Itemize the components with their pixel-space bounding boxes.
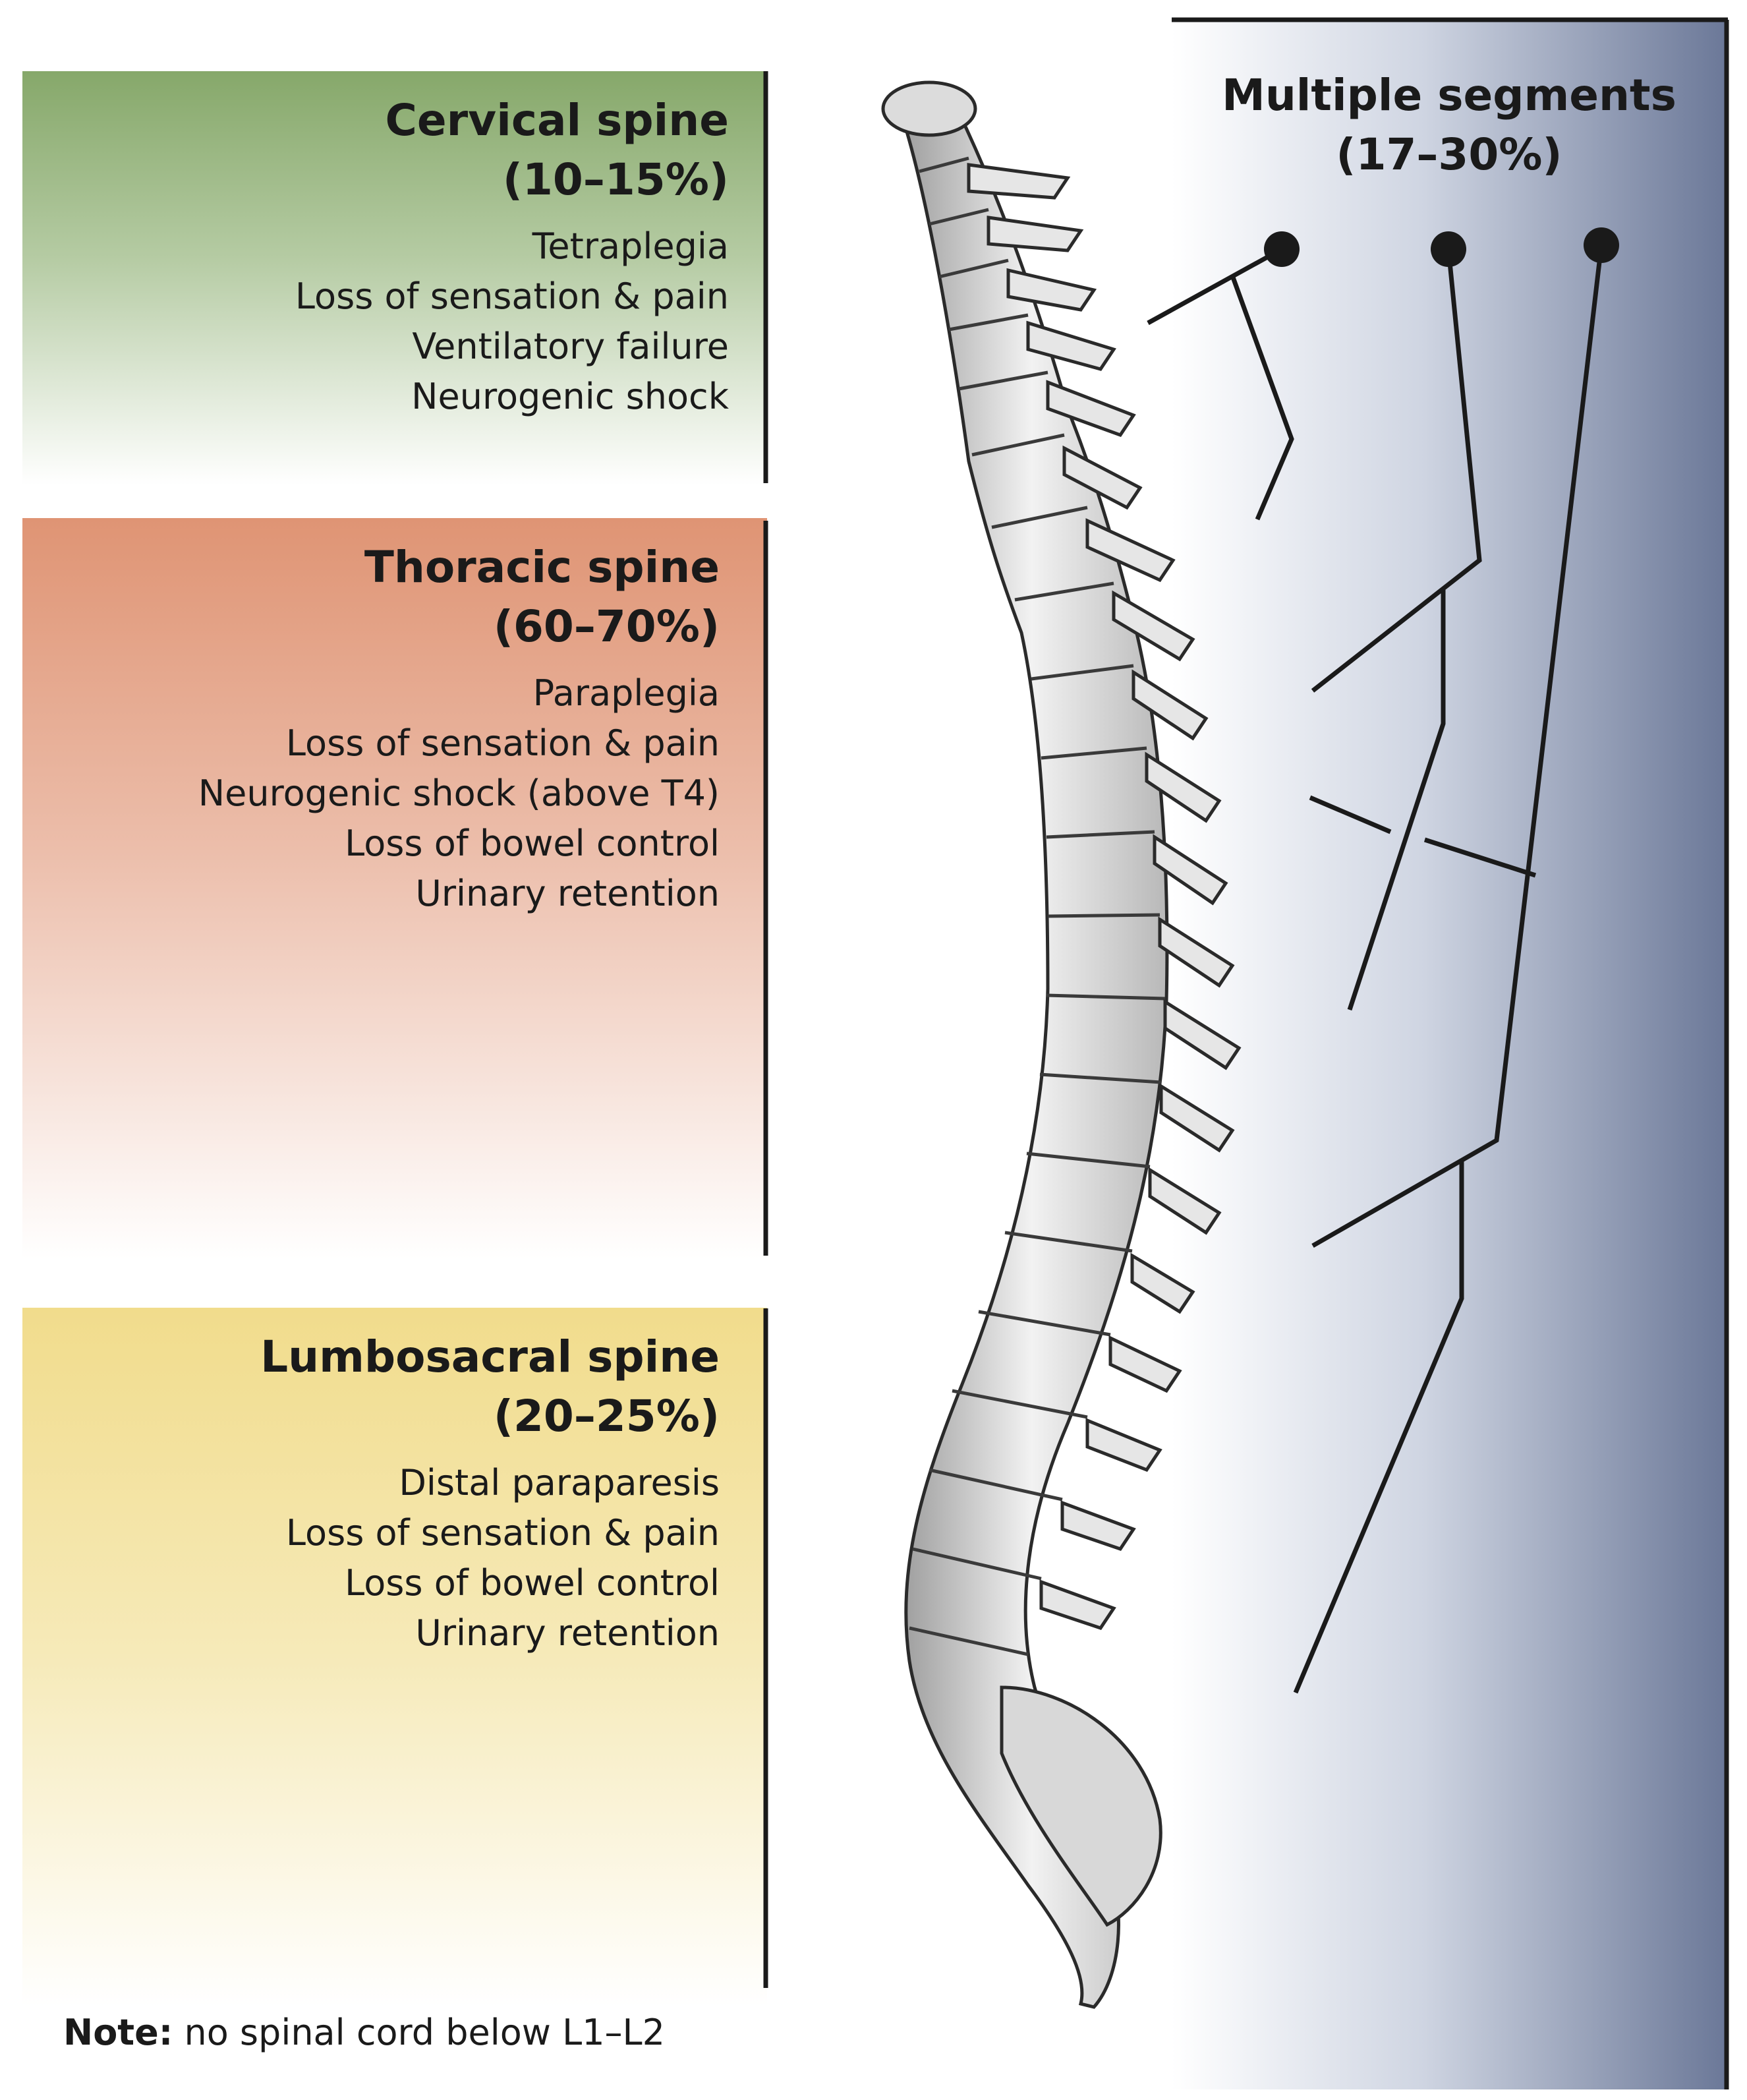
footnote-text: no spinal cord below L1–L2 — [173, 2012, 665, 2053]
cervical-item: Tetraplegia — [532, 225, 729, 267]
multiple-percent: (17–30%) — [1336, 129, 1562, 180]
cervical-percent: (10–15%) — [502, 154, 729, 205]
lumbosacral-gradient — [22, 1308, 767, 2006]
thoracic-bracket — [763, 521, 929, 1258]
cervical-title: Cervical spine — [385, 95, 729, 146]
thoracic-item: Paraplegia — [532, 672, 720, 714]
segment-path-2 — [1311, 248, 1482, 1011]
lumbosacral-item: Loss of bowel control — [345, 1562, 720, 1604]
cervical-gradient — [22, 71, 767, 485]
thoracic-item: Loss of bowel control — [345, 823, 720, 864]
lumbosacral-region: Lumbosacral spine (20–25%) Distal parapa… — [22, 1308, 767, 2006]
thoracic-item: Urinary retention — [415, 873, 720, 914]
segment-pin-icon — [1264, 231, 1300, 267]
lumbosacral-bracket — [763, 1308, 975, 1991]
cervical-text: Cervical spine (10–15%) Tetraplegia Loss… — [295, 91, 729, 422]
thoracic-title: Thoracic spine — [364, 542, 720, 593]
thoracic-region: Thoracic spine (60–70%) Paraplegia Loss … — [22, 518, 767, 1259]
footnote-label: Note: — [63, 2012, 173, 2053]
lumbosacral-item: Loss of sensation & pain — [285, 1512, 720, 1554]
cervical-region: Cervical spine (10–15%) Tetraplegia Loss… — [22, 71, 767, 485]
thoracic-item: Neurogenic shock (above T4) — [198, 773, 720, 814]
multiple-title: Multiple segments — [1222, 70, 1676, 121]
multiple-segments-frame — [1172, 17, 1729, 2089]
cervical-item: Loss of sensation & pain — [295, 276, 729, 317]
segment-pin-icon — [1584, 227, 1619, 263]
cervical-item: Neurogenic shock — [411, 376, 729, 417]
thoracic-percent: (60–70%) — [493, 601, 720, 652]
thoracic-item: Loss of sensation & pain — [285, 722, 720, 764]
segment-path-1 — [1147, 247, 1294, 521]
lumbosacral-percent: (20–25%) — [493, 1391, 720, 1442]
lumbosacral-title: Lumbosacral spine — [260, 1331, 720, 1382]
cervical-item: Ventilatory failure — [412, 326, 729, 367]
thoracic-gradient — [22, 518, 767, 1259]
segment-path-3 — [1293, 245, 1604, 1694]
cervical-bracket — [763, 71, 909, 486]
segment-pin-icon — [1431, 231, 1466, 267]
thoracic-text: Thoracic spine (60–70%) Paraplegia Loss … — [198, 538, 720, 919]
lumbosacral-item: Distal paraparesis — [399, 1462, 720, 1503]
lumbosacral-text: Lumbosacral spine (20–25%) Distal parapa… — [260, 1327, 720, 1658]
spine-illustration-icon — [881, 80, 1242, 2009]
multiple-text: Multiple segments (17–30%) — [1172, 66, 1727, 196]
footnote: Note: no spinal cord below L1–L2 — [63, 2006, 665, 2059]
lumbosacral-item: Urinary retention — [415, 1612, 720, 1654]
